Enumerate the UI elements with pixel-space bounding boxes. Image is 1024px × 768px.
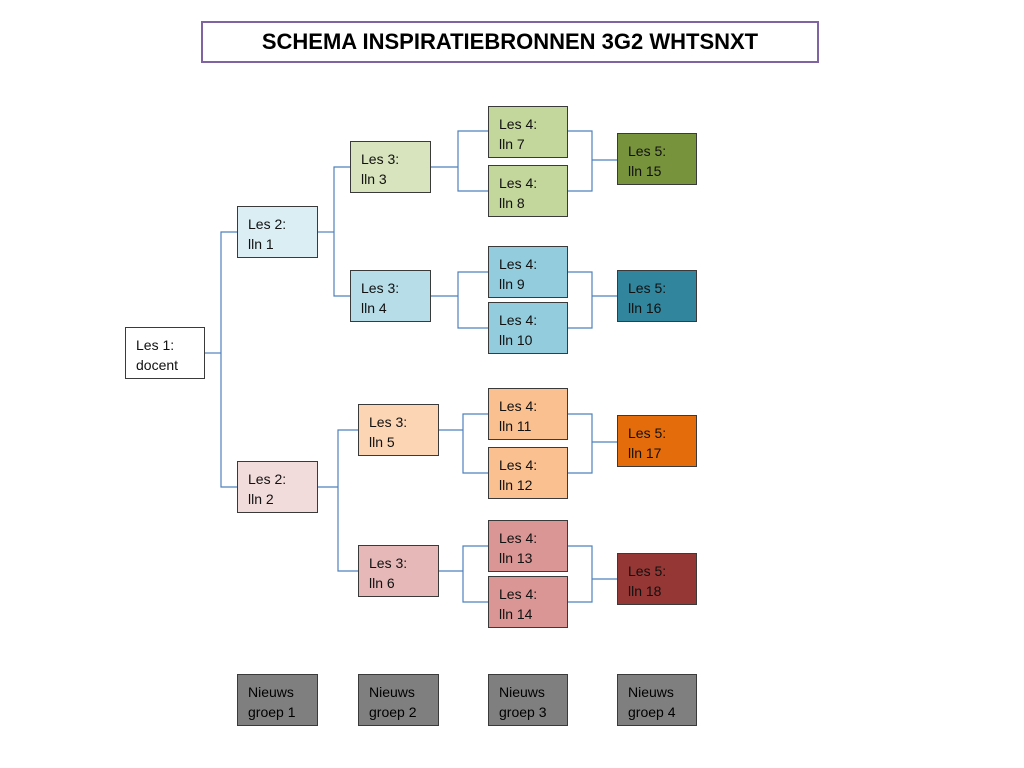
node-les4-lln13: Les 4: lln 13: [488, 520, 568, 572]
group-line2: groep 3: [499, 704, 547, 720]
node-line2: lln 6: [369, 575, 395, 591]
group-nieuws-groep-3: Nieuws groep 3: [488, 674, 568, 726]
connector-l4b: [568, 271, 593, 329]
node-line1: Les 5:: [628, 280, 667, 296]
node-line2: lln 7: [499, 136, 525, 152]
node-line1: Les 4:: [499, 457, 538, 473]
node-les4-lln8: Les 4: lln 8: [488, 165, 568, 217]
node-line2: lln 16: [628, 300, 662, 316]
node-line1: Les 4:: [499, 398, 538, 414]
node-line1: Les 3:: [369, 555, 408, 571]
node-line1: Les 2:: [248, 471, 287, 487]
node-line1: Les 2:: [248, 216, 287, 232]
node-line2: lln 10: [499, 332, 533, 348]
node-line2: lln 15: [628, 163, 662, 179]
node-line2: lln 8: [499, 195, 525, 211]
connector-l1-l2-branch: [220, 231, 237, 488]
group-nieuws-groep-4: Nieuws groep 4: [617, 674, 697, 726]
group-line2: groep 4: [628, 704, 676, 720]
node-line2: lln 9: [499, 276, 525, 292]
node-line1: Les 3:: [361, 151, 400, 167]
connector-l3a-branch: [457, 130, 488, 192]
node-les3-lln4: Les 3: lln 4: [350, 270, 431, 322]
node-les4-lln14: Les 4: lln 14: [488, 576, 568, 628]
node-line1: Les 4:: [499, 116, 538, 132]
node-les2-lln2: Les 2: lln 2: [237, 461, 318, 513]
node-line1: Les 5:: [628, 425, 667, 441]
node-line2: lln 11: [499, 418, 532, 434]
node-les4-lln11: Les 4: lln 11: [488, 388, 568, 440]
node-les4-lln10: Les 4: lln 10: [488, 302, 568, 354]
connector-l3b-branch: [457, 271, 488, 329]
connector-l3c-branch: [462, 413, 488, 474]
node-les5-lln15: Les 5: lln 15: [617, 133, 697, 185]
node-line2: lln 1: [248, 236, 274, 252]
node-line2: lln 4: [361, 300, 387, 316]
node-line1: Les 5:: [628, 563, 667, 579]
node-les4-lln7: Les 4: lln 7: [488, 106, 568, 158]
node-line2: lln 13: [499, 550, 533, 566]
connector-l2b-branch: [337, 429, 359, 572]
node-line1: Les 4:: [499, 586, 538, 602]
group-line2: groep 1: [248, 704, 296, 720]
connector-l2a-branch: [333, 166, 350, 297]
node-line2: lln 2: [248, 491, 274, 507]
node-line2: lln 5: [369, 434, 395, 450]
group-line1: Nieuws: [369, 684, 415, 700]
node-les5-lln17: Les 5: lln 17: [617, 415, 697, 467]
group-line1: Nieuws: [248, 684, 294, 700]
node-line1: Les 4:: [499, 530, 538, 546]
group-nieuws-groep-2: Nieuws groep 2: [358, 674, 439, 726]
node-line1: Les 3:: [361, 280, 400, 296]
page-title: SCHEMA INSPIRATIEBRONNEN 3G2 WHTSNXT: [201, 21, 819, 63]
connector-l3d-branch: [462, 545, 488, 603]
connector-l4a: [568, 130, 593, 192]
node-line1: Les 3:: [369, 414, 408, 430]
node-les3-lln3: Les 3: lln 3: [350, 141, 431, 193]
node-line1: Les 4:: [499, 175, 538, 191]
node-les2-lln1: Les 2: lln 1: [237, 206, 318, 258]
node-line2: lln 3: [361, 171, 387, 187]
group-nieuws-groep-1: Nieuws groep 1: [237, 674, 318, 726]
group-line2: groep 2: [369, 704, 417, 720]
node-les1-docent: Les 1: docent: [125, 327, 205, 379]
node-line2: lln 12: [499, 477, 533, 493]
node-les3-lln5: Les 3: lln 5: [358, 404, 439, 456]
node-line2: docent: [136, 357, 179, 373]
node-line2: lln 17: [628, 445, 662, 461]
node-line1: Les 5:: [628, 143, 667, 159]
node-line1: Les 4:: [499, 312, 538, 328]
node-line2: lln 18: [628, 583, 662, 599]
group-line1: Nieuws: [499, 684, 545, 700]
node-les3-lln6: Les 3: lln 6: [358, 545, 439, 597]
node-line2: lln 14: [499, 606, 533, 622]
node-line1: Les 4:: [499, 256, 538, 272]
node-les5-lln16: Les 5: lln 16: [617, 270, 697, 322]
node-les4-lln9: Les 4: lln 9: [488, 246, 568, 298]
node-les4-lln12: Les 4: lln 12: [488, 447, 568, 499]
node-les5-lln18: Les 5: lln 18: [617, 553, 697, 605]
connector-l4d: [568, 545, 593, 603]
connector-l4c: [568, 413, 593, 474]
node-line1: Les 1:: [136, 337, 175, 353]
group-line1: Nieuws: [628, 684, 674, 700]
